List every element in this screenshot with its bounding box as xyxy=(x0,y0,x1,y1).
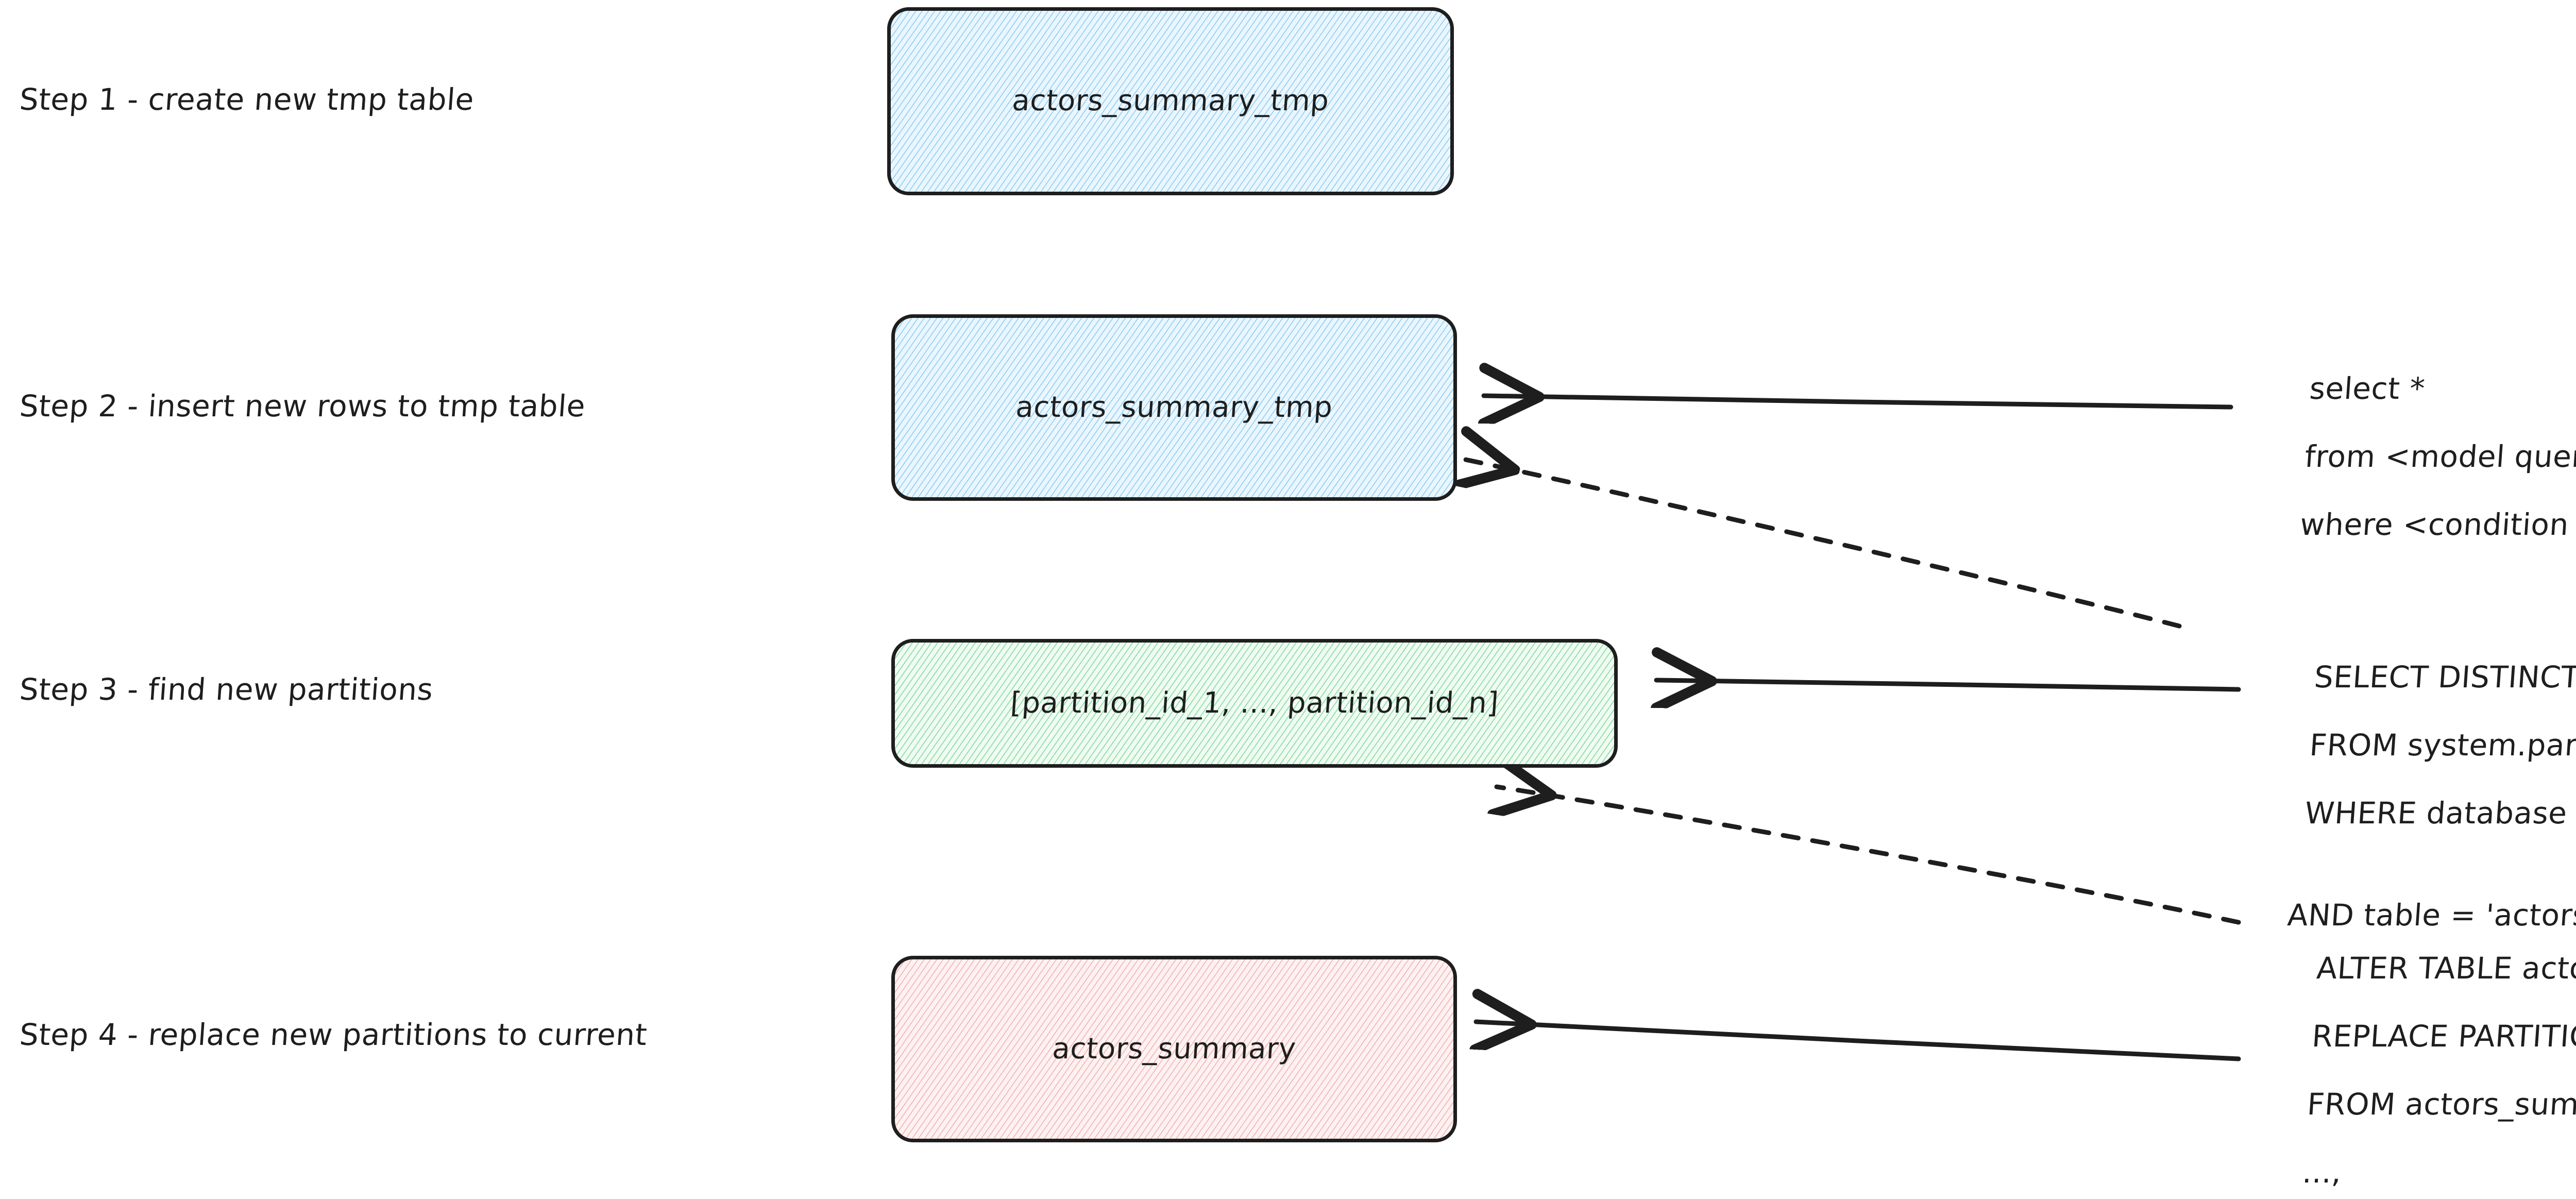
sql-line: REPLACE PARTITION partition_id_1 xyxy=(2311,1019,2576,1054)
arrow-sql2-to-node2 xyxy=(1484,396,2233,407)
sql-line: WHERE database = <database> xyxy=(2303,796,2576,831)
arrow-sql4-to-node3 xyxy=(1497,787,2241,925)
sql-block-step2: select * from <model query> where <condi… xyxy=(2258,337,2576,576)
step-label-1: Step 1 - create new tmp table xyxy=(18,82,476,117)
sql-line: SELECT DISTINCT partition_id xyxy=(2313,660,2576,695)
sql-block-step4: ALTER TABLE actors_summary REPLACE PARTI… xyxy=(2250,917,2576,1199)
node-label-3: [partition_id_1, ..., partition_id_n] xyxy=(1009,686,1500,720)
sql-line: ALTER TABLE actors_summary xyxy=(2315,951,2576,986)
node-label-2: actors_summary_tmp xyxy=(1014,390,1334,424)
node-partition-id-list[interactable]: [partition_id_1, ..., partition_id_n] xyxy=(891,639,1618,768)
step-label-2: Step 2 - insert new rows to tmp table xyxy=(18,389,587,424)
node-label-1: actors_summary_tmp xyxy=(1011,84,1330,118)
sql-line: select * xyxy=(2308,371,2427,406)
step-label-4: Step 4 - replace new partitions to curre… xyxy=(18,1017,649,1052)
sql-line: FROM system.parts xyxy=(2308,728,2576,763)
node-actors-summary-tmp-step1[interactable]: actors_summary_tmp xyxy=(887,7,1454,195)
sql-line: from <model query> xyxy=(2303,439,2576,474)
arrow-sql3-to-node2 xyxy=(1461,459,2182,629)
node-actors-summary[interactable]: actors_summary xyxy=(891,956,1457,1142)
sql-line: where <condition to identify new> xyxy=(2299,507,2570,542)
node-actors-summary-tmp-step2[interactable]: actors_summary_tmp xyxy=(891,314,1457,501)
arrow-sql4-to-node4 xyxy=(1476,1022,2241,1061)
node-label-4: actors_summary xyxy=(1051,1032,1297,1066)
sql-line: ..., xyxy=(2301,1155,2343,1190)
sql-line: FROM actors_summary_tmp, xyxy=(2306,1087,2576,1122)
arrow-sql3-to-node3 xyxy=(1656,680,2241,689)
step-label-3: Step 3 - find new partitions xyxy=(18,672,434,707)
